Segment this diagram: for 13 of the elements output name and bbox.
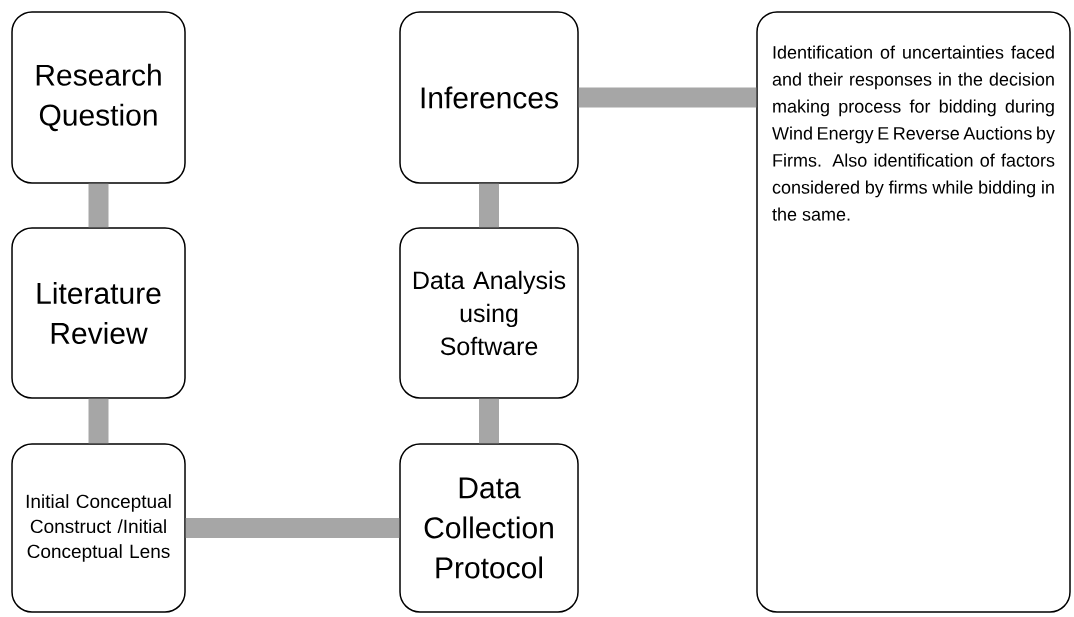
text-box: Identification of uncertainties faced and their responses in the decision making process for bidding during Wind Energy E Reverse Auctions by Firms. Also identification of factors considered by firms while bidding in the same. — [756, 11, 1071, 613]
connector-bar — [479, 183, 499, 228]
process-box: Data Collection Protocol — [399, 443, 579, 613]
connector-bar — [88, 398, 109, 444]
process-box: Initial Conceptual Construct /Initial Conceptual Lens — [11, 443, 186, 613]
connector-bar — [479, 398, 499, 444]
connector-bar — [578, 87, 757, 108]
connector-bar — [88, 183, 109, 228]
connector-bar — [185, 518, 400, 538]
process-box: Research Question — [11, 11, 186, 184]
process-box: Inferences — [399, 11, 579, 184]
process-box: Data Analysis using Software — [399, 227, 579, 399]
process-box: Literature Review — [11, 227, 186, 399]
